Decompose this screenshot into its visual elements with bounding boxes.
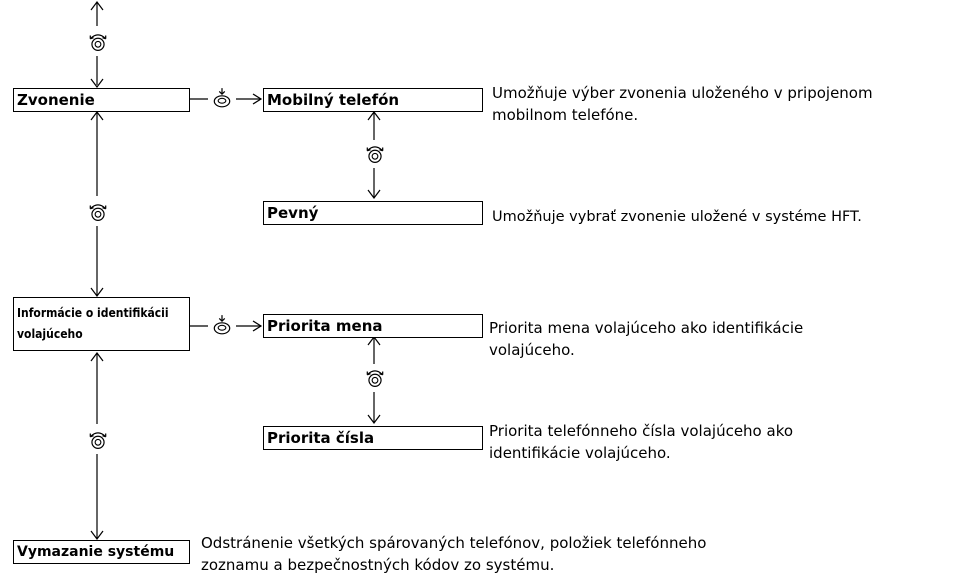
arrow-down	[90, 78, 104, 88]
rotary-knob-icon	[89, 204, 107, 221]
description-line: identifikácie volajúceho.	[489, 444, 671, 462]
rotary-knob-icon	[89, 34, 107, 51]
menu-item-label: Pevný	[267, 204, 319, 222]
description-line: mobilnom telefóne.	[492, 106, 639, 124]
menu-item-label-line1: Informácie o identifikácii	[17, 306, 169, 320]
description-line: volajúceho.	[489, 341, 575, 359]
description-vymazanie: Odstránenie všetkých spárovaných telefón…	[201, 532, 961, 576]
menu-item-zvonenie[interactable]: Zvonenie	[13, 88, 190, 112]
press-knob-icon	[213, 314, 231, 335]
description-mobilny: Umožňuje výber zvonenia uloženého v prip…	[492, 82, 962, 126]
menu-item-mobilny-telefon[interactable]: Mobilný telefón	[263, 88, 483, 112]
description-priorita-mena: Priorita mena volajúceho ako identifikác…	[489, 317, 959, 361]
description-line: Umožňuje výber zvonenia uloženého v prip…	[492, 84, 873, 102]
description-line: Odstránenie všetkých spárovaných telefón…	[201, 534, 707, 552]
arrow-down	[90, 287, 104, 297]
arrow-down	[90, 530, 104, 540]
description-line: Priorita telefónneho čísla volajúceho ak…	[489, 422, 794, 440]
rotary-knob-icon	[89, 432, 107, 449]
arrow-right	[252, 320, 263, 332]
menu-item-label: Priorita čísla	[267, 429, 375, 447]
description-pevny: Umožňuje vybrať zvonenie uložené v systé…	[492, 206, 962, 228]
arrow-down	[367, 189, 381, 199]
menu-item-label-line2: volajúceho	[17, 327, 83, 341]
description-line: zoznamu a bezpečnostných kódov zo systém…	[201, 556, 555, 574]
arrow-up	[367, 111, 381, 121]
menu-item-label: Zvonenie	[17, 91, 95, 109]
arrow-up	[90, 111, 104, 121]
press-knob-icon	[213, 87, 231, 108]
arrow-up	[90, 0, 104, 11]
arrow-down	[367, 414, 381, 424]
arrow-right	[252, 93, 263, 105]
menu-item-label: Priorita mena	[267, 317, 383, 335]
arrow-up	[90, 352, 104, 362]
description-line: Priorita mena volajúceho ako identifikác…	[489, 319, 804, 337]
menu-item-pevny[interactable]: Pevný	[263, 201, 483, 225]
menu-item-label: Vymazanie systému	[17, 544, 175, 560]
description-line: Umožňuje vybrať zvonenie uložené v systé…	[492, 209, 862, 225]
menu-item-vymazanie[interactable]: Vymazanie systému	[13, 540, 190, 564]
rotary-knob-icon	[366, 370, 384, 387]
menu-item-label: Mobilný telefón	[267, 91, 400, 109]
menu-item-priorita-cisla[interactable]: Priorita čísla	[263, 426, 483, 450]
menu-item-priorita-mena[interactable]: Priorita mena	[263, 314, 483, 338]
menu-item-informacie[interactable]: Informácie o identifikácii volajúceho	[13, 297, 190, 351]
description-priorita-cisla: Priorita telefónneho čísla volajúceho ak…	[489, 420, 959, 464]
rotary-knob-icon	[366, 146, 384, 163]
